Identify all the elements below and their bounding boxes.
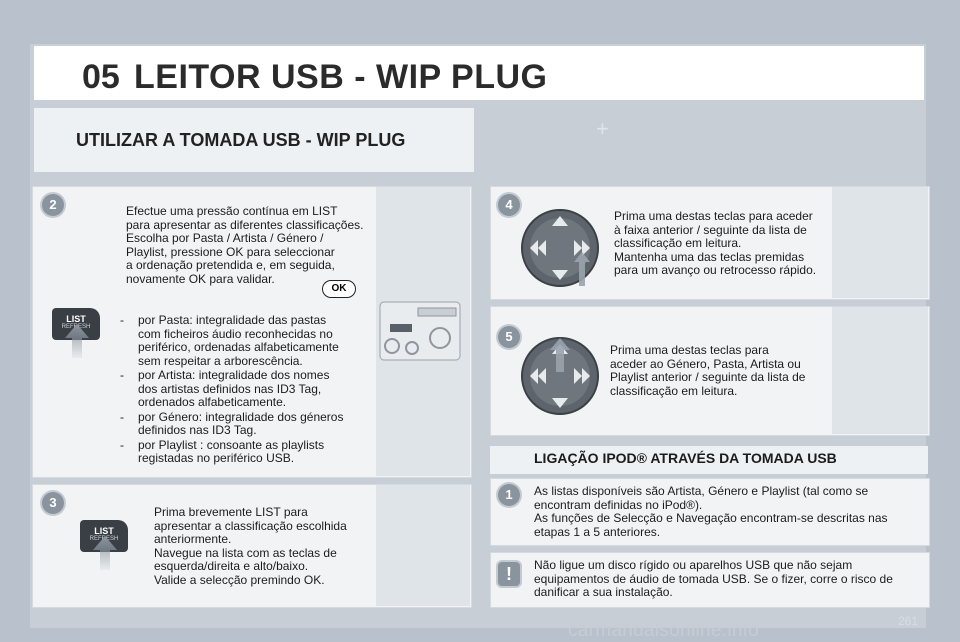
step-3-line: apresentar a classificação escolhida [154, 518, 347, 533]
step-2-intro: Efectue uma pressão contínua em LIST par… [126, 204, 376, 286]
step-2-intro-line: Escolha por Pasta / Artista / Género / [126, 231, 324, 245]
warning-panel [490, 552, 930, 608]
radio-unit-icon [379, 301, 461, 361]
ipod-section-header: LIGAÇÃO IPOD® ATRAVÉS DA TOMADA USB [490, 446, 928, 474]
warning-icon: ! [498, 562, 520, 586]
ipod-panel [490, 478, 930, 546]
step-2-bullets: por Pasta: integralidade das pastas com … [112, 313, 374, 467]
step-2-intro-line: Playlist, pressione OK para seleccionar [126, 244, 335, 259]
step-4-line: Mantenha uma das teclas premidas [614, 249, 805, 264]
bullet-genre: por Género: integralidade dos géneros de… [112, 409, 374, 438]
step-4-line: à faixa anterior / seguinte da lista de [614, 222, 807, 237]
ipod-line: etapas 1 a 5 anteriores. [534, 524, 661, 539]
step-5-line: Prima uma destas teclas para [610, 343, 769, 357]
step-3-line: esquerda/direita e alto/baixo. [154, 559, 309, 573]
chapter-banner: 05 LEITOR USB - WIP PLUG [34, 46, 924, 100]
bullet-line: registadas no periférico USB. [138, 451, 295, 465]
step-5-radio-image-panel [832, 307, 928, 434]
step-2-intro-line: Efectue uma pressão contínua em LIST [126, 204, 338, 218]
bullet-folder: por Pasta: integralidade das pastas com … [112, 313, 374, 368]
warning-line: danificar a sua instalação. [534, 585, 673, 599]
site-watermark: carmanualsonline.info [568, 620, 760, 641]
step-3-line: Prima brevemente LIST para [154, 505, 308, 519]
ok-button[interactable]: OK [322, 280, 356, 298]
bullet-line: por Pasta: integralidade das pastas [138, 313, 327, 327]
step-3-radio-image-panel [376, 485, 470, 606]
ipod-line: encontram definidas no iPod®). [534, 497, 703, 512]
ipod-line: As listas disponíveis são Artista, Géner… [534, 484, 869, 498]
bullet-line: por Artista: integralidade dos nomes [138, 368, 330, 382]
step-2-intro-line: para apresentar as diferentes classifica… [126, 217, 364, 232]
section-subtitle: UTILIZAR A TOMADA USB - WIP PLUG [76, 130, 406, 150]
bullet-line: por Género: integralidade dos géneros [138, 409, 344, 424]
ipod-text: As listas disponíveis são Artista, Géner… [534, 484, 924, 539]
bullet-line: definidos nas ID3 Tag. [138, 423, 257, 437]
bullet-line: sem respeitar a arborescência. [138, 353, 303, 368]
bullet-line: periférico, ordenadas alfabeticamente [138, 340, 339, 354]
step-4-badge: 4 [498, 194, 520, 216]
step-2-intro-line: a ordenação pretendida e, em seguida, [126, 258, 335, 272]
step-4-radio-image-panel [832, 187, 928, 298]
ipod-line: As funções de Selecção e Navegação encon… [534, 511, 888, 525]
step-4-text: Prima uma destas teclas para aceder à fa… [614, 209, 836, 278]
warning-line: Não ligue um disco rígido ou aparelhos U… [534, 558, 853, 572]
step-4-line: classificação em leitura. [614, 236, 742, 250]
step-3-line: Navegue na lista com as teclas de [154, 545, 337, 560]
warning-text: Não ligue um disco rígido ou aparelhos U… [534, 558, 924, 600]
bullet-playlist: por Playlist : consoante as playlists re… [112, 437, 374, 466]
page-title: LEITOR USB - WIP PLUG [134, 58, 548, 96]
step-5-line: aceder ao Género, Pasta, Artista ou [610, 356, 801, 371]
step-5-text: Prima uma destas teclas para aceder ao G… [610, 343, 832, 398]
step-4-line: Prima uma destas teclas para aceder [614, 209, 813, 223]
step-2-badge: 2 [42, 194, 64, 216]
ipod-section-heading: LIGAÇÃO IPOD® ATRAVÉS DA TOMADA USB [534, 450, 837, 466]
page-number: 261 [898, 614, 919, 628]
step-5-badge: 5 [498, 326, 520, 348]
step-3-badge: 3 [42, 492, 64, 514]
bullet-line: dos artistas definidos nas ID3 Tag, [138, 381, 322, 396]
ipod-step-1-badge: 1 [498, 484, 520, 506]
bullet-line: ordenados alfabeticamente. [138, 395, 287, 409]
list-button-label: LIST [66, 314, 86, 324]
step-4-line: para um avanço ou retrocesso rápido. [614, 263, 817, 277]
navigation-dpad-icon[interactable] [518, 206, 602, 290]
warning-line: equipamentos de áudio de tomada USB. Se … [534, 571, 893, 586]
step-3-line: Valide a selecção premindo OK. [154, 572, 325, 587]
bullet-line: por Playlist : consoante as playlists [138, 437, 325, 452]
plus-mark-icon: + [596, 116, 609, 141]
press-arrow-icon [65, 324, 89, 358]
step-3-text: Prima brevemente LIST para apresentar a … [154, 505, 374, 587]
section-subtitle-band: UTILIZAR A TOMADA USB - WIP PLUG [34, 108, 474, 172]
bullet-line: com ficheiros áudio reconhecidas no [138, 326, 333, 341]
press-arrow-icon [93, 536, 117, 570]
step-5-line: classificação em leitura. [610, 383, 738, 398]
step-2-intro-line: novamente OK para validar. [126, 271, 275, 286]
list-button-label: LIST [94, 526, 114, 536]
bullet-artist: por Artista: integralidade dos nomes dos… [112, 368, 374, 410]
chapter-number: 05 [82, 58, 120, 96]
step-3-line: anteriormente. [154, 532, 232, 546]
navigation-dpad-icon[interactable] [518, 334, 602, 418]
step-5-line: Playlist anterior / seguinte da lista de [610, 370, 806, 384]
